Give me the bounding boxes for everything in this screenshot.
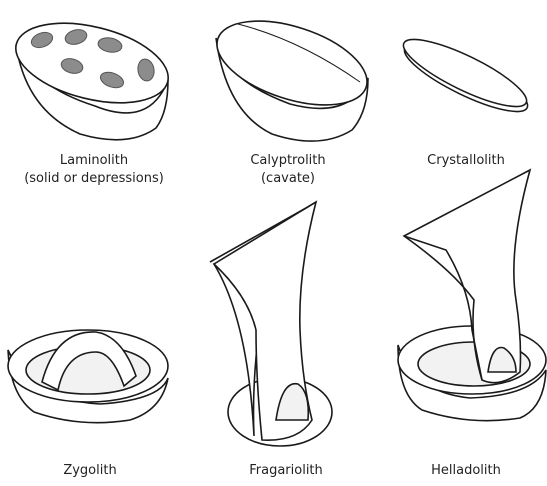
zygolith-name: Zygolith xyxy=(0,462,180,480)
zygolith-drawing xyxy=(8,330,168,423)
calyptrolith-label: Calyptrolith (cavate) xyxy=(198,152,378,188)
laminolith-drawing xyxy=(8,9,177,140)
zygolith-label: Zygolith xyxy=(0,462,180,480)
laminolith-note: (solid or depressions) xyxy=(4,170,184,188)
calyptrolith-name: Calyptrolith xyxy=(198,152,378,170)
helladolith-name: Helladolith xyxy=(376,462,547,480)
crystallolith-name: Crystallolith xyxy=(376,152,547,170)
crystallolith-plate xyxy=(396,28,533,118)
crystallolith-label: Crystallolith xyxy=(376,152,547,170)
laminolith-name: Laminolith xyxy=(4,152,184,170)
laminolith-label: Laminolith (solid or depressions) xyxy=(4,152,184,188)
fragariolith-name: Fragariolith xyxy=(196,462,376,480)
helladolith-drawing xyxy=(398,170,546,421)
fragariolith-label: Fragariolith xyxy=(196,462,376,480)
calyptrolith-drawing xyxy=(207,5,378,141)
calyptrolith-note: (cavate) xyxy=(198,170,378,188)
crystallolith-drawing xyxy=(396,28,534,123)
helladolith-label: Helladolith xyxy=(376,462,547,480)
fragariolith-drawing xyxy=(210,202,332,446)
